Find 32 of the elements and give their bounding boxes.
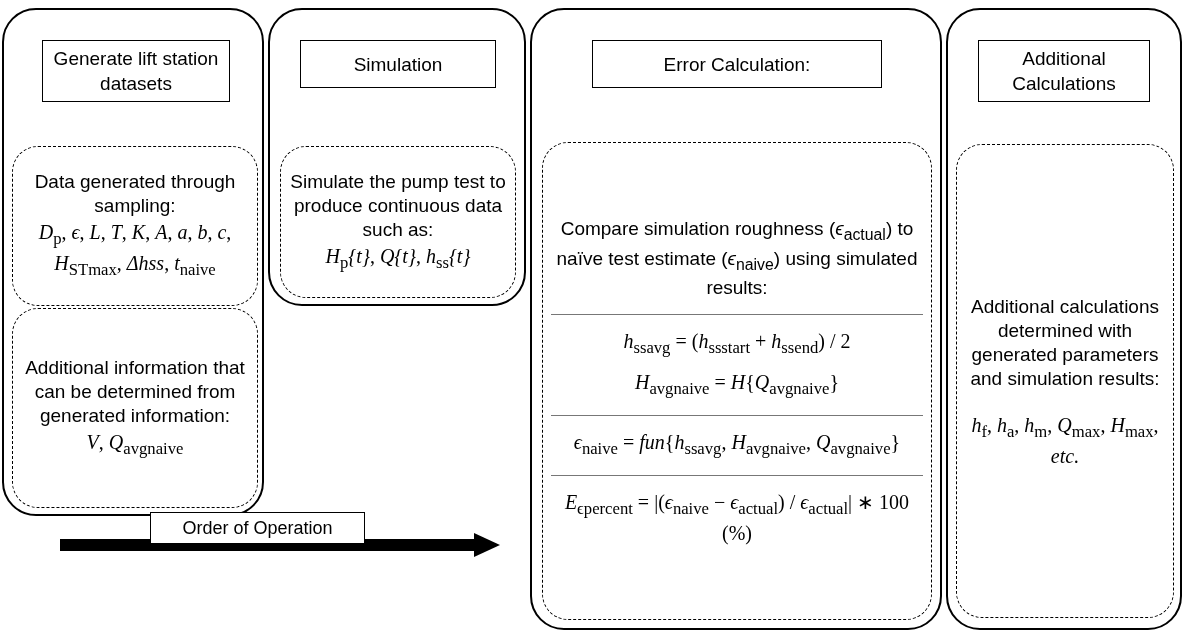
formula-text: E$_{ϵpercent}$ = |(ϵ$_{naive}$ − ϵ$_{actual}$) / ϵ$_{actual}$| ∗ 100 (%) xyxy=(551,475,923,546)
formula-text: V, Q$_{avgnaive}$ xyxy=(86,429,184,460)
data-box xyxy=(956,144,1174,618)
label-box xyxy=(150,512,365,544)
step-title-box xyxy=(978,40,1150,102)
title-text: Additional Calculations xyxy=(1011,47,1117,96)
formula-text: H$_{p}${t}, Q{t}, h$_{ss}${t} xyxy=(325,243,471,274)
data-box xyxy=(12,146,258,306)
column-panel xyxy=(530,8,942,630)
formula-text: H$_{avgnaive}$ = H{Q$_{avgnaive}$} xyxy=(634,370,840,401)
data-box xyxy=(280,146,516,298)
step-title-box xyxy=(42,40,230,102)
description-text: Compare simulation roughness (ϵ$_{actual}$) to naïve test estimate (ϵ$_{naive}$) using simulated results: xyxy=(555,216,919,301)
title-text: Simulation xyxy=(353,52,443,77)
formula-text: h$_{ssavg}$ = (h$_{ssstart}$ + h$_{ssend}$) / 2 xyxy=(551,314,923,361)
title-text: Order of Operation xyxy=(182,517,333,539)
title-text: Generate lift station datasets xyxy=(52,47,220,96)
description-text: Simulate the pump test to produce continuous data such as: xyxy=(289,169,507,242)
column-panel xyxy=(268,8,526,306)
formula-text: D$_{p}$, ϵ, L, T, K, A, a, b, c, H$_{STmax}$, Δhss, t$_{naive}$ xyxy=(37,220,233,281)
column-panel xyxy=(2,8,264,516)
data-box xyxy=(12,308,258,508)
formula-text: ϵ$_{naive}$ = fun{h$_{ssavg}$, H$_{avgnaive}$, Q$_{avgnaive}$} xyxy=(551,415,923,462)
step-title-box xyxy=(592,40,882,88)
formula-box xyxy=(542,142,932,620)
formula-text: h$_{f}$, h$_{a}$, h$_{m}$, Q$_{max}$, H$_{max}$, etc. xyxy=(970,412,1160,468)
title-text: Error Calculation: xyxy=(663,52,811,77)
description-text: Additional information that can be determined from generated information: xyxy=(24,355,246,428)
description-text: Data generated through sampling: xyxy=(33,170,237,218)
column-panel xyxy=(946,8,1182,630)
description-text: Additional calculations determined with generated parameters and simulation results: xyxy=(969,294,1161,391)
step-title-box xyxy=(300,40,496,88)
